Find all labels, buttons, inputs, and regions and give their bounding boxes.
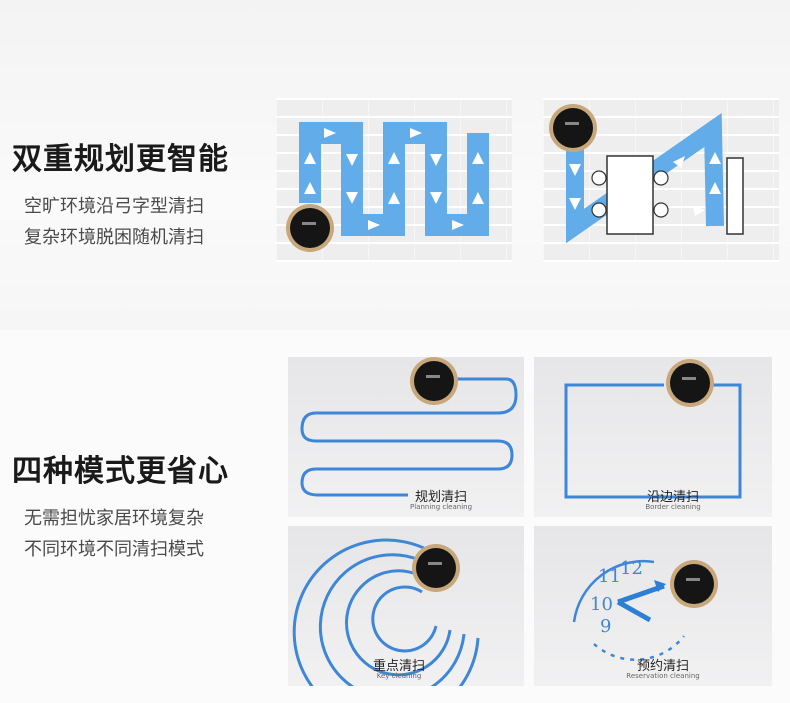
- robot-vacuum-icon: [286, 204, 334, 252]
- mode-label-key: 重点清扫: [372, 659, 425, 674]
- mode-label-key-en: Key cleaning: [376, 672, 422, 680]
- section-1-heading: 双重规划更智能: [12, 142, 229, 177]
- section-1-line-1: 空旷环境沿弓字型清扫: [24, 196, 204, 217]
- clock-number-11: 11: [598, 566, 621, 587]
- mode-key-cleaning: 重点清扫 Key cleaning: [288, 526, 524, 686]
- clock-number-12: 12: [620, 558, 643, 579]
- mode-planning-cleaning: 规划清扫 Planning cleaning: [288, 357, 524, 517]
- section-2-line-1: 无需担忧家居环境复杂: [24, 508, 204, 529]
- mode-label-border-en: Border cleaning: [645, 503, 701, 511]
- zigzag-path-illustration: [276, 98, 512, 262]
- mode-reservation-cleaning: 11 12 10 9 预约清扫 Reservation cleaning: [534, 526, 772, 686]
- mode-label-planning: 规划清扫: [414, 490, 467, 505]
- mode-label-reservation-en: Reservation cleaning: [626, 672, 700, 680]
- section-2-heading: 四种模式更省心: [12, 454, 229, 489]
- mode-label-border: 沿边清扫: [646, 490, 699, 505]
- robot-vacuum-icon: [666, 359, 714, 407]
- mode-label-reservation: 预约清扫: [636, 659, 689, 674]
- robot-vacuum-icon: [549, 104, 597, 152]
- robot-vacuum-icon: [670, 560, 718, 608]
- clock-number-9: 9: [600, 616, 611, 637]
- robot-vacuum-icon: [412, 544, 460, 592]
- random-path-illustration: [543, 98, 779, 262]
- clock-number-10: 10: [590, 594, 613, 615]
- section-1-line-2: 复杂环境脱困随机清扫: [24, 227, 204, 248]
- robot-vacuum-icon: [410, 357, 458, 405]
- mode-label-planning-en: Planning cleaning: [409, 503, 473, 511]
- mode-border-cleaning: 沿边清扫 Border cleaning: [534, 357, 772, 517]
- section-2-line-2: 不同环境不同清扫模式: [24, 539, 204, 560]
